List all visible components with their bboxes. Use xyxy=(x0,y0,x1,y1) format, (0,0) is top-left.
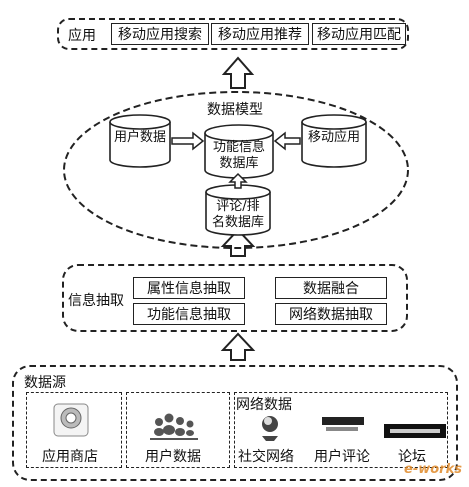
user-review-label: 用户评论 xyxy=(314,449,370,465)
function-db-label: 功能信息 数据库 xyxy=(205,140,273,172)
social-network-icon xyxy=(262,416,278,441)
forum-label: 论坛 xyxy=(398,449,426,465)
arrow-user-to-function xyxy=(171,131,205,151)
extraction-layer xyxy=(62,264,408,332)
app-store-panel xyxy=(26,392,122,468)
mobile-app-label: 移动应用 xyxy=(302,130,366,146)
user-data-label: 用户数据 xyxy=(110,130,170,146)
network-data-title: 网络数据 xyxy=(236,397,292,413)
app-store-label: 应用商店 xyxy=(42,449,98,465)
data-fusion-box: 数据融合 xyxy=(275,277,387,299)
review-db-cylinder xyxy=(205,184,271,236)
attribute-extraction-box: 属性信息抽取 xyxy=(133,277,245,299)
up-arrow-top xyxy=(221,56,255,89)
function-extraction-box: 功能信息抽取 xyxy=(133,303,245,325)
data-model-ellipse xyxy=(63,91,409,249)
app-recommend-box: 移动应用推荐 xyxy=(211,23,309,45)
data-source-title: 数据源 xyxy=(24,375,66,391)
forum-logo xyxy=(384,424,446,438)
user-data-source-label: 用户数据 xyxy=(145,449,201,465)
application-label: 应用 xyxy=(68,28,96,44)
arrow-review-to-function xyxy=(228,172,248,189)
user-data-panel xyxy=(126,392,230,468)
network-data-panel xyxy=(234,392,448,468)
up-arrow-middle xyxy=(220,228,256,257)
extraction-title: 信息抽取 xyxy=(68,293,124,309)
users-icon xyxy=(150,413,198,440)
review-db-line2: 名数据库 xyxy=(211,215,264,230)
watermark: e-works xyxy=(404,462,462,477)
review-db-line1: 评论/排 xyxy=(216,199,260,214)
mobile-app-cylinder xyxy=(301,114,367,168)
function-db-line1: 功能信息 xyxy=(212,140,265,155)
app-match-box: 移动应用匹配 xyxy=(312,23,406,45)
user-data-cylinder xyxy=(109,114,171,168)
social-network-label: 社交网络 xyxy=(238,449,294,465)
review-db-label: 评论/排 名数据库 xyxy=(206,199,270,231)
arrow-app-to-function xyxy=(273,131,301,151)
user-review-logo xyxy=(322,417,364,431)
up-arrow-bottom xyxy=(220,332,256,361)
data-model-title: 数据模型 xyxy=(207,102,263,118)
function-db-line2: 数据库 xyxy=(219,156,259,171)
network-extraction-box: 网络数据抽取 xyxy=(275,303,387,325)
application-layer xyxy=(57,18,409,50)
mobile-app-text: 移动应用 xyxy=(307,130,360,145)
user-data-text: 用户数据 xyxy=(113,130,166,145)
app-search-box: 移动应用搜索 xyxy=(111,23,209,45)
data-source-layer xyxy=(12,365,458,481)
